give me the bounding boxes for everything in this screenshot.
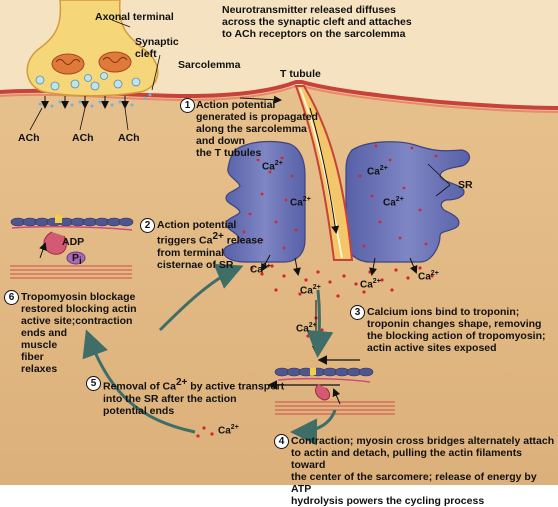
diagram-graphics [0, 0, 558, 485]
step-6-text: Tropomyosin blockage restored blocking a… [21, 291, 137, 375]
calcium-label: Ca2+ [383, 196, 404, 209]
label-adp: ADP [62, 236, 85, 248]
calcium-label: Ca2+ [418, 270, 439, 283]
step-6-number: 6 [4, 290, 19, 305]
calcium-label: Ca2+ [300, 284, 321, 297]
label-sarcolemma: Sarcolemma [178, 59, 241, 71]
label-synaptic-cleft: Synaptic cleft [135, 36, 179, 60]
label-ach-2: ACh [72, 132, 94, 144]
step-5-number: 5 [86, 376, 101, 391]
cycle-arrows [82, 263, 337, 446]
step-3-text: Calcium ions bind to troponin; troponin … [367, 306, 546, 354]
calcium-in-sr [242, 144, 438, 250]
step-1-text: Action potential generated is propagated… [196, 99, 318, 159]
label-t-tubule: T tubule [280, 68, 321, 80]
step-4-text: Contraction; myosin cross bridges altern… [291, 435, 555, 507]
calcium-label: Ca2+ [262, 160, 283, 173]
calcium-label: Ca2+ [296, 322, 317, 335]
step-4-number: 4 [274, 434, 289, 449]
step-5-text: Removal of Ca2+ by active transport into… [103, 377, 285, 417]
step-2-number: 2 [140, 218, 155, 233]
sarcomere-filaments-bottom [267, 355, 395, 415]
calcium-label: Ca2+ [290, 196, 311, 209]
step-3-number: 3 [350, 305, 365, 320]
label-axonal-terminal: Axonal terminal [95, 11, 174, 23]
label-ach-1: ACh [18, 132, 40, 144]
calcium-label: Ca2+ [250, 263, 271, 276]
sarcomere-filaments-top [10, 215, 134, 279]
synaptic-vesicles [35, 72, 141, 91]
calcium-label: Ca2+ [367, 165, 388, 178]
label-ach-3: ACh [118, 132, 140, 144]
label-sr: SR [458, 179, 473, 191]
label-pi: Pi [72, 252, 82, 268]
step-1-number: 1 [180, 98, 195, 113]
top-note: Neurotransmitter released diffuses acros… [222, 4, 412, 40]
calcium-label: Ca2+ [218, 424, 239, 437]
calcium-label: Ca2+ [360, 278, 381, 291]
step-2-text: Action potential triggers Ca2+ release f… [157, 219, 263, 271]
ach-molecules [38, 93, 152, 108]
sr-right [345, 141, 471, 263]
